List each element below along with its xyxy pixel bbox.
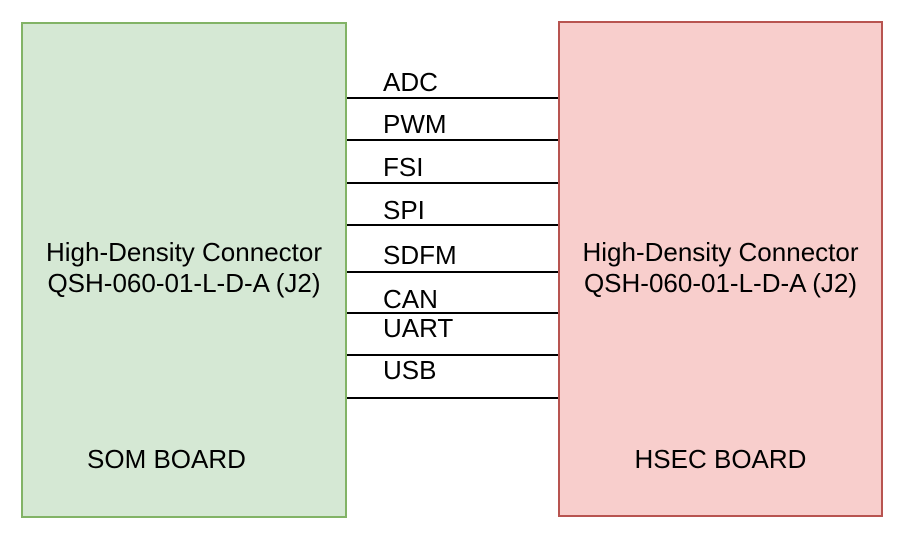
connection-line-usb bbox=[347, 397, 558, 399]
som-connector-label: High-Density Connector QSH-060-01-L-D-A … bbox=[21, 237, 347, 299]
connection-line-can bbox=[347, 312, 558, 314]
connection-label-fsi: FSI bbox=[383, 152, 424, 182]
connection-label-can: CAN bbox=[383, 284, 438, 314]
som-connector-label-line1: High-Density Connector bbox=[45, 237, 322, 267]
connection-label-adc: ADC bbox=[383, 67, 438, 97]
hsec-connector-label-line2: QSH-060-01-L-D-A (J2) bbox=[583, 268, 858, 298]
connection-line-adc bbox=[347, 97, 558, 99]
connection-label-usb: USB bbox=[383, 355, 437, 385]
connection-label-sdfm: SDFM bbox=[383, 240, 457, 270]
connection-line-uart bbox=[347, 354, 558, 356]
connection-line-spi bbox=[347, 224, 558, 226]
hsec-connector-label: High-Density Connector QSH-060-01-L-D-A … bbox=[558, 237, 883, 299]
hsec-board-box bbox=[558, 21, 883, 517]
som-board-label: SOM BOARD bbox=[87, 444, 246, 474]
som-connector-label-line2: QSH-060-01-L-D-A (J2) bbox=[47, 268, 321, 298]
hsec-board-label: HSEC BOARD bbox=[634, 444, 807, 474]
hsec-connector-label-line1: High-Density Connector bbox=[582, 237, 859, 267]
connection-label-spi: SPI bbox=[383, 195, 425, 225]
connection-line-pwm bbox=[347, 139, 558, 141]
connection-line-sdfm bbox=[347, 271, 558, 273]
connection-line-fsi bbox=[347, 182, 558, 184]
connection-label-uart: UART bbox=[383, 313, 454, 343]
som-board-box bbox=[21, 22, 347, 518]
connection-label-pwm: PWM bbox=[383, 109, 447, 139]
